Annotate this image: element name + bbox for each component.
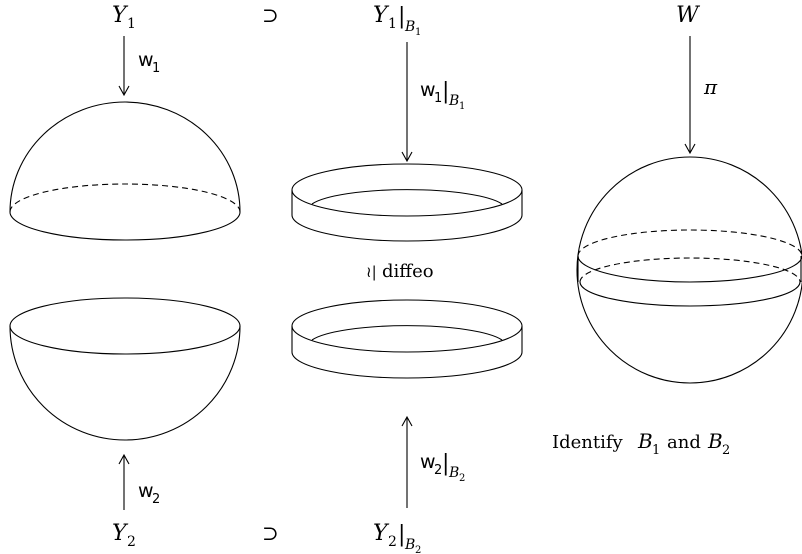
svg-text:B: B — [448, 465, 459, 481]
svg-text:|: | — [398, 522, 405, 547]
svg-text:1: 1 — [152, 61, 160, 76]
svg-text:B: B — [448, 93, 459, 109]
identify-caption: Identify B 1 and B 2 — [552, 429, 730, 458]
svg-text:1: 1 — [459, 101, 465, 112]
lower-hemisphere — [9, 297, 241, 441]
arrow-w1 — [118, 36, 130, 97]
lower-band — [291, 299, 523, 379]
diffeo-label: ≀| diffeo — [366, 261, 434, 282]
svg-text:Y: Y — [112, 3, 129, 28]
label-Y1-B1: Y 1 | B 1 — [373, 3, 421, 38]
svg-text:w: w — [138, 49, 154, 71]
label-Y2-B2: Y 2 | B 2 — [373, 521, 421, 554]
svg-text:1: 1 — [388, 16, 397, 32]
svg-text:2: 2 — [127, 534, 136, 550]
svg-text:Y: Y — [112, 521, 129, 546]
svg-text:w: w — [138, 480, 154, 502]
svg-text:|: | — [442, 79, 449, 104]
svg-text:Identify: Identify — [552, 432, 624, 453]
svg-text:1: 1 — [415, 27, 421, 38]
label-Y2: Y 2 — [112, 521, 136, 550]
svg-text:1: 1 — [434, 91, 442, 106]
svg-text:B: B — [637, 429, 653, 453]
svg-text:and: and — [667, 432, 701, 453]
svg-text:2: 2 — [722, 443, 730, 458]
svg-text:1: 1 — [652, 443, 660, 458]
label-Y1: Y 1 — [112, 3, 136, 32]
label-pi: π — [703, 75, 718, 99]
svg-text:Y: Y — [373, 521, 390, 546]
arrow-pi — [684, 36, 696, 155]
svg-text:2: 2 — [434, 463, 442, 478]
svg-text:B: B — [404, 537, 415, 553]
svg-text:2: 2 — [388, 534, 397, 550]
svg-text:|: | — [442, 451, 449, 476]
svg-text:2: 2 — [459, 473, 465, 484]
svg-text:B: B — [707, 429, 723, 453]
svg-text:diffeo: diffeo — [382, 261, 434, 282]
supset-top: ⊃ — [262, 3, 279, 27]
upper-band — [291, 163, 523, 242]
svg-text:|: | — [398, 4, 405, 29]
sphere — [576, 156, 802, 384]
label-W: W — [676, 3, 701, 28]
svg-text:w: w — [420, 79, 436, 101]
label-w1-B1: w 1 | B 1 — [420, 79, 465, 112]
arrow-w2-B2 — [401, 415, 413, 508]
label-w2-B2: w 2 | B 2 — [420, 451, 465, 484]
svg-text:≀|: ≀| — [366, 263, 377, 281]
supset-bottom: ⊃ — [262, 521, 279, 545]
svg-text:w: w — [420, 451, 436, 473]
svg-text:B: B — [404, 19, 415, 35]
arrow-w2 — [118, 453, 130, 510]
svg-text:2: 2 — [152, 492, 160, 507]
svg-text:1: 1 — [127, 16, 136, 32]
svg-text:2: 2 — [415, 545, 421, 554]
label-w1: w 1 — [138, 49, 160, 76]
label-w2: w 2 — [138, 480, 160, 507]
svg-text:Y: Y — [373, 3, 390, 28]
arrow-w1-B1 — [401, 42, 413, 163]
upper-hemisphere — [9, 101, 241, 241]
